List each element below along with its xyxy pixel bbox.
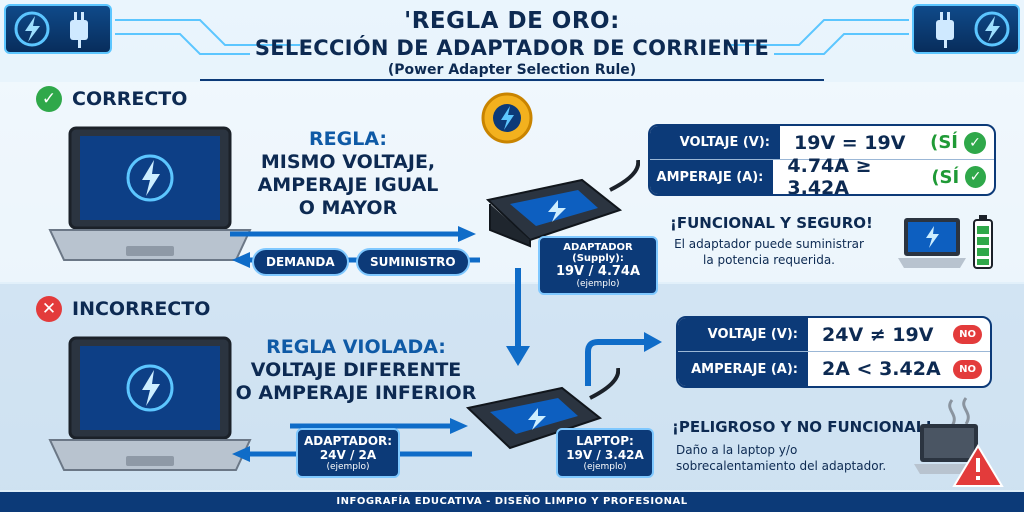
- adapter-icon: [485, 160, 640, 248]
- note-line: Daño a la laptop y/o: [676, 443, 798, 457]
- correct-rule: REGLA: MISMO VOLTAJE, AMPERAJE IGUAL O M…: [232, 128, 464, 220]
- voltage-row: VOLTAJE (V): 24V ≠ 19V NO: [678, 318, 990, 352]
- incorrect-verdict: ¡PELIGROSO Y NO FUNCIONAL!: [672, 418, 933, 436]
- footer: INFOGRAFÍA EDUCATIVA - DISEÑO LIMPIO Y P…: [0, 492, 1024, 512]
- laptop-battery-icon: [898, 215, 993, 269]
- voltage-row: VOLTAJE (V): 19V = 19V (SÍ ✓: [650, 126, 994, 160]
- incorrect-comparison: VOLTAJE (V): 24V ≠ 19V NO AMPERAJE (A): …: [676, 316, 992, 388]
- incorrect-rule-head: REGLA VIOLADA:: [266, 336, 446, 358]
- demand-pill: DEMANDA: [252, 248, 349, 276]
- correct-note: El adaptador puede suministrar la potenc…: [662, 236, 876, 268]
- check-icon: ✓: [965, 166, 986, 188]
- x-icon: ✕: [36, 296, 62, 322]
- voltage-value: 24V ≠ 19V: [822, 323, 934, 346]
- correct-verdict: ¡FUNCIONAL Y SEGURO!: [670, 214, 873, 232]
- amperage-row: AMPERAJE (A): 2A < 3.42A NO: [678, 352, 990, 386]
- check-icon: ✓: [964, 131, 986, 154]
- plug-icon: [912, 4, 1020, 54]
- incorrect-rule: REGLA VIOLADA: VOLTAJE DIFERENTE O AMPER…: [228, 336, 484, 405]
- correct-rule-line: MISMO VOLTAJE,: [260, 151, 436, 173]
- correct-rule-line: AMPERAJE IGUAL: [257, 174, 439, 196]
- gear-icon: [481, 92, 533, 144]
- down-arrow: [506, 268, 530, 366]
- incorrect-label: ✕ INCORRECTO: [36, 296, 210, 322]
- title-line-3: (Power Adapter Selection Rule): [387, 62, 637, 78]
- incorrect-label-text: INCORRECTO: [72, 298, 211, 320]
- incorrect-rule-line: VOLTAJE DIFERENTE: [250, 359, 462, 381]
- correct-comparison: VOLTAJE (V): 19V = 19V (SÍ ✓ AMPERAJE (A…: [648, 124, 996, 196]
- amperage-status: (SÍ: [931, 166, 960, 188]
- check-icon: ✓: [36, 86, 62, 112]
- amperage-value: 4.74A ≥ 3.42A: [787, 155, 872, 196]
- no-badge: NO: [953, 359, 982, 379]
- incorrect-rule-line: O AMPERAJE INFERIOR: [235, 382, 477, 404]
- laptop-tag-value: 19V / 3.42A: [566, 448, 644, 462]
- adapter-tag-title: ADAPTADOR:: [304, 434, 393, 448]
- correct-rule-line: O MAYOR: [298, 197, 398, 219]
- note-line: sobrecalentamiento del adaptador.: [676, 459, 887, 473]
- adapter-tag-value: 19V / 4.74A: [555, 264, 641, 279]
- adapter-icon: [465, 368, 620, 450]
- laptop-tag-note: (ejemplo): [583, 462, 627, 472]
- adapter-tag: ADAPTADOR: 24V / 2A (ejemplo): [296, 428, 400, 478]
- amperage-value: 2A < 3.42A: [822, 358, 941, 380]
- no-badge: NO: [953, 325, 982, 344]
- adapter-tag-value: 24V / 2A: [319, 448, 377, 462]
- voltage-value: 19V = 19V: [794, 131, 906, 154]
- correct-rule-head: REGLA:: [309, 128, 387, 150]
- amperage-row: AMPERAJE (A): 4.74A ≥ 3.42A (SÍ ✓: [650, 155, 994, 194]
- voltage-status: (SÍ: [930, 132, 958, 153]
- laptop-tag-title: LAPTOP:: [576, 434, 634, 448]
- title-line-1: 'REGLA DE ORO:: [404, 8, 620, 34]
- warning-laptop-icon: [914, 397, 1004, 487]
- laptop-icon: [48, 126, 252, 261]
- circuit-decoration: [115, 19, 909, 81]
- amperage-key: AMPERAJE (A):: [678, 352, 808, 386]
- adapter-tag-note: (ejemplo): [576, 279, 620, 289]
- laptop-icon: [48, 336, 252, 471]
- amperage-key: AMPERAJE (A):: [650, 160, 774, 194]
- title-line-2: SELECCIÓN DE ADAPTADOR DE CORRIENTE: [254, 36, 770, 60]
- voltage-key: VOLTAJE (V):: [678, 318, 808, 351]
- incorrect-note: Daño a la laptop y/o sobrecalentamiento …: [664, 442, 916, 474]
- bent-arrow: [585, 332, 662, 386]
- note-line: la potencia requerida.: [703, 253, 835, 267]
- adapter-tag-title: ADAPTADOR (Supply):: [563, 242, 633, 264]
- lightning-icon: [4, 4, 112, 54]
- adapter-tag-note: (ejemplo): [326, 462, 370, 472]
- voltage-key: VOLTAJE (V):: [650, 126, 780, 159]
- correct-label-text: CORRECTO: [72, 88, 188, 110]
- note-line: El adaptador puede suministrar: [674, 237, 864, 251]
- supply-pill: SUMINISTRO: [356, 248, 470, 276]
- adapter-supply-tag: ADAPTADOR (Supply): 19V / 4.74A (ejemplo…: [538, 236, 658, 295]
- correct-label: ✓ CORRECTO: [36, 86, 187, 112]
- laptop-tag: LAPTOP: 19V / 3.42A (ejemplo): [556, 428, 654, 478]
